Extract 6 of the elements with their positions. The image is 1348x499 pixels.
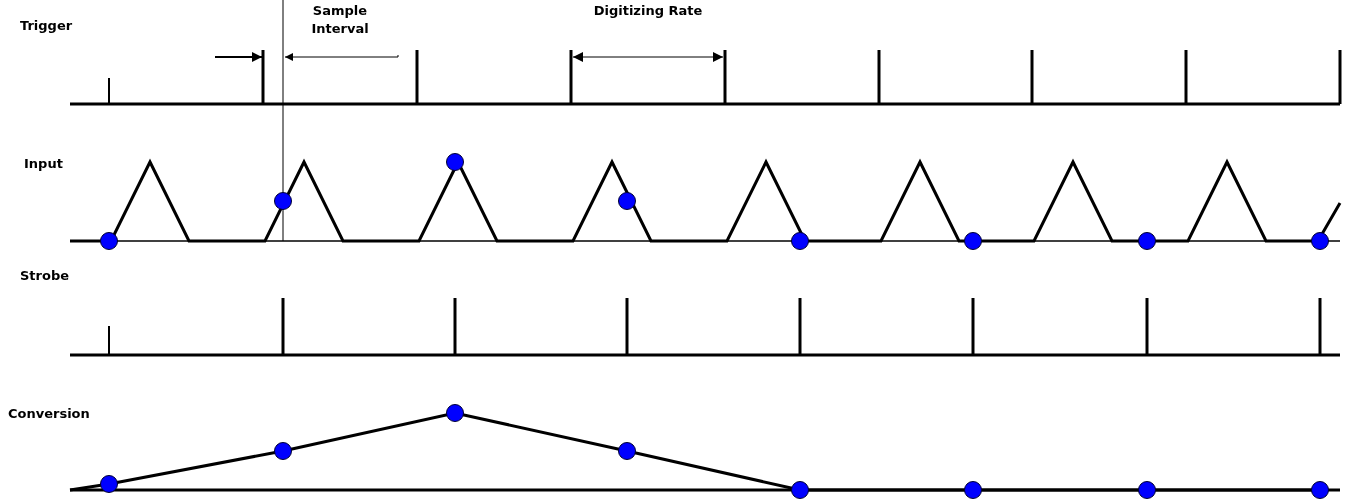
dimension-label: Sample Interval — [310, 2, 370, 38]
signal-label: Conversion — [8, 405, 90, 423]
signal-label: Input — [24, 155, 63, 173]
dimension-label: Digitizing Rate — [593, 2, 703, 20]
signal-label: Trigger — [20, 17, 73, 35]
signal-label: Strobe — [20, 267, 70, 285]
